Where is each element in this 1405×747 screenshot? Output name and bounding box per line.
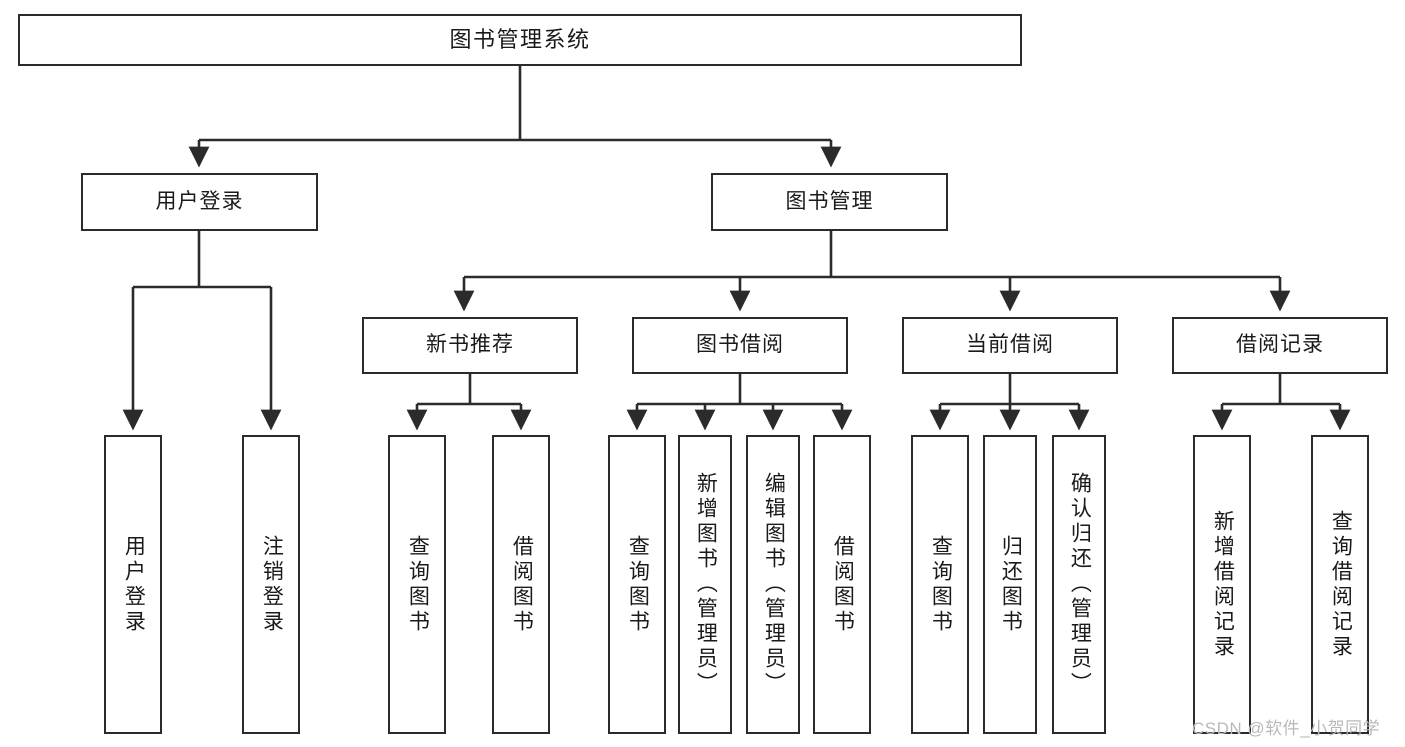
leaf-logout-login[interactable]: 注销登录	[242, 435, 300, 734]
node-label: 借阅图书	[831, 534, 855, 635]
node-label: 新增图书（管理员）	[694, 472, 718, 697]
node-label: 图书管理	[785, 189, 874, 213]
leaf-add-book-admin[interactable]: 新增图书（管理员）	[678, 435, 732, 734]
node-label: 新书推荐	[426, 333, 514, 357]
leaf-borrow-book-borrow[interactable]: 借阅图书	[813, 435, 871, 734]
leaf-confirm-return-admin[interactable]: 确认归还（管理员）	[1052, 435, 1106, 734]
node-user-login[interactable]: 用户登录	[81, 173, 318, 231]
node-label: 用户登录	[122, 534, 146, 635]
node-label: 编辑图书（管理员）	[762, 472, 786, 697]
node-new-book-recommend[interactable]: 新书推荐	[362, 317, 578, 374]
csdn-watermark: CSDN @软件_小贺同学	[1192, 719, 1381, 738]
node-label: 查询图书	[406, 534, 430, 635]
node-current-borrow[interactable]: 当前借阅	[902, 317, 1118, 374]
node-book-manage[interactable]: 图书管理	[711, 173, 948, 231]
leaf-query-book-current[interactable]: 查询图书	[911, 435, 969, 734]
node-label: 用户登录	[155, 189, 244, 213]
node-label: 查询借阅记录	[1329, 509, 1353, 660]
node-label: 图书管理系统	[449, 27, 591, 53]
leaf-return-book[interactable]: 归还图书	[983, 435, 1037, 734]
node-label: 归还图书	[999, 534, 1023, 635]
node-label: 当前借阅	[966, 333, 1054, 357]
node-label: 注销登录	[260, 534, 284, 635]
leaf-edit-book-admin[interactable]: 编辑图书（管理员）	[746, 435, 800, 734]
node-borrow-record[interactable]: 借阅记录	[1172, 317, 1388, 374]
node-root-book-management-system[interactable]: 图书管理系统	[18, 14, 1022, 66]
node-label: 借阅记录	[1236, 333, 1324, 357]
node-label: 新增借阅记录	[1211, 509, 1235, 660]
node-label: 确认归还（管理员）	[1068, 472, 1092, 697]
leaf-query-book-borrow[interactable]: 查询图书	[608, 435, 666, 734]
leaf-borrow-book-recommend[interactable]: 借阅图书	[492, 435, 550, 734]
node-label: 查询图书	[626, 534, 650, 635]
node-label: 借阅图书	[510, 534, 534, 635]
leaf-query-borrow-record[interactable]: 查询借阅记录	[1311, 435, 1369, 734]
node-label: 查询图书	[929, 534, 953, 635]
leaf-user-login[interactable]: 用户登录	[104, 435, 162, 734]
leaf-add-borrow-record[interactable]: 新增借阅记录	[1193, 435, 1251, 734]
leaf-query-book-recommend[interactable]: 查询图书	[388, 435, 446, 734]
node-label: 图书借阅	[696, 333, 784, 357]
node-book-borrow[interactable]: 图书借阅	[632, 317, 848, 374]
